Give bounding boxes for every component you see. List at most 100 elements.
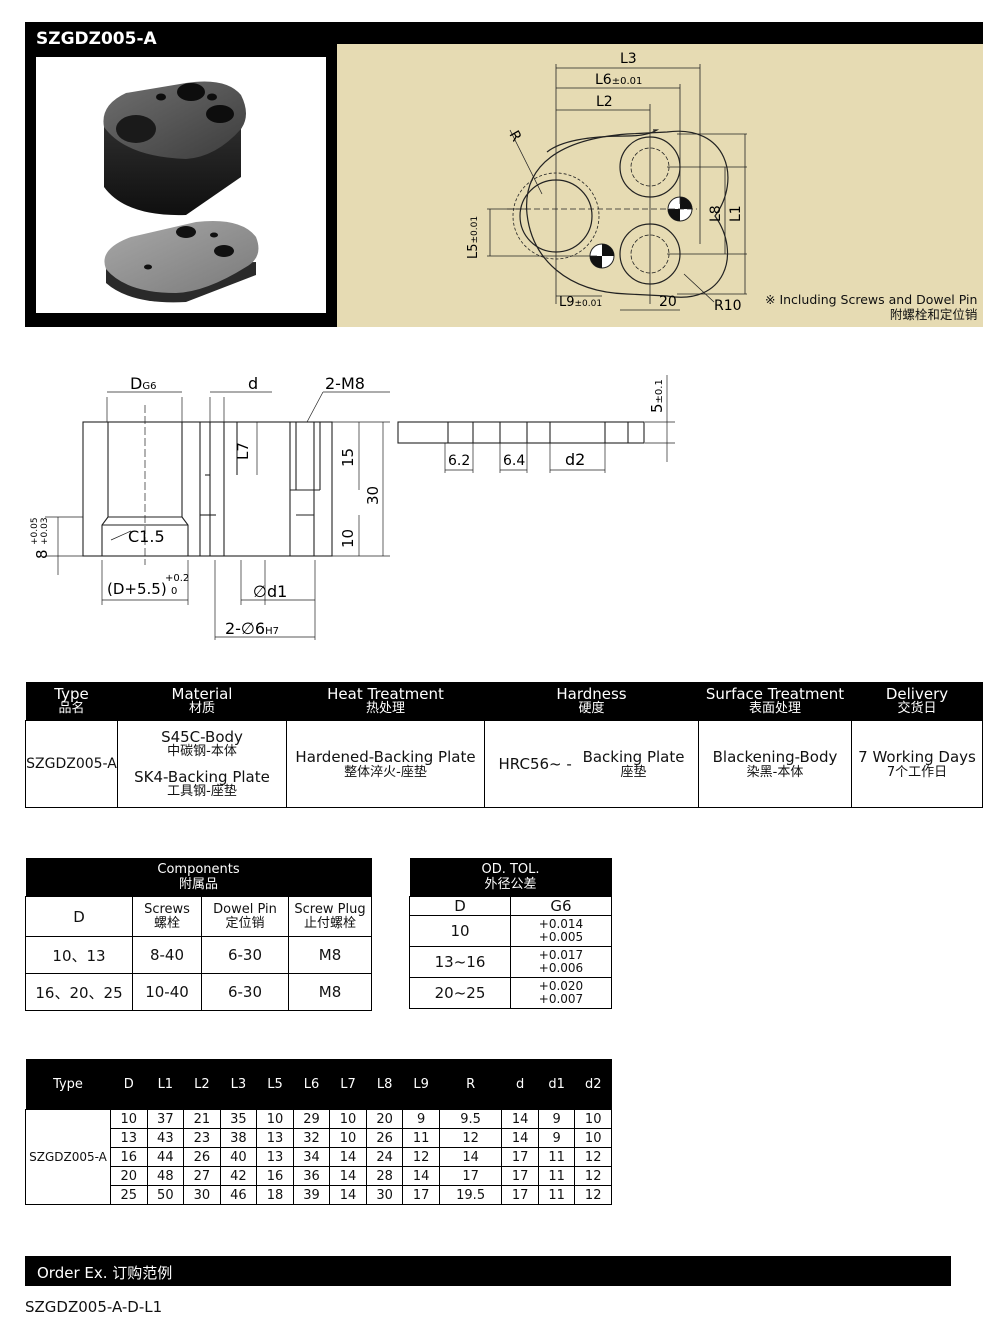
- dims-cell: 21: [183, 1109, 221, 1129]
- dims-cell: 26: [365, 1128, 404, 1148]
- od-tolerance-table: OD. TOL. 外径公差 D G6 10 +0.014+0.005 13~16…: [409, 858, 612, 1009]
- comp-cell: 6-30: [201, 973, 289, 1011]
- dims-cell: 17: [402, 1185, 440, 1205]
- dims-col: d2: [574, 1059, 612, 1110]
- svg-text:2-∅6H7: 2-∅6H7: [225, 619, 279, 638]
- dims-cell: 10: [574, 1128, 612, 1148]
- dims-cell: 34: [292, 1147, 331, 1167]
- dims-cell: 26: [183, 1147, 221, 1167]
- od-col-g6: G6: [510, 896, 612, 916]
- dims-col: L6: [293, 1059, 330, 1110]
- components-title: Components 附属品: [25, 858, 372, 897]
- dims-cell: 48: [146, 1166, 185, 1186]
- svg-text:10: 10: [339, 529, 357, 548]
- od-d: 20~25: [409, 977, 511, 1009]
- dims-col: D: [110, 1059, 148, 1110]
- svg-text:L3: L3: [620, 51, 637, 67]
- dims-cell: 38: [219, 1128, 258, 1148]
- svg-text:0: 0: [171, 586, 177, 597]
- dims-cell: 9: [537, 1109, 576, 1129]
- od-tol-title: OD. TOL. 外径公差: [409, 858, 612, 897]
- dims-cell: 11: [537, 1185, 576, 1205]
- table-row: 10 +0.014+0.005: [409, 915, 612, 947]
- dims-cell: 17: [501, 1166, 539, 1186]
- header-corner: [315, 22, 337, 46]
- dims-col: d: [501, 1059, 539, 1110]
- od-tol: +0.017+0.006: [510, 946, 612, 978]
- table-row: 25 50 30 46 18 39 14 30 17 19.5 17 11 12: [26, 1185, 612, 1205]
- dims-cell: 23: [183, 1128, 221, 1148]
- spec-material: S45C-Body 中碳钢-本体 SK4-Backing Plate 工具钢-座…: [117, 720, 287, 808]
- dims-cell: 10: [256, 1109, 294, 1129]
- dims-col: L3: [220, 1059, 257, 1110]
- svg-text:L5±0.01: L5±0.01: [466, 216, 481, 259]
- dims-cell: 12: [574, 1147, 612, 1167]
- dims-cell: 44: [146, 1147, 185, 1167]
- included-parts-note: ※ Including Screws and Dowel Pin 附螺栓和定位销: [765, 292, 977, 322]
- svg-text:6.4: 6.4: [503, 453, 525, 469]
- dims-col: L8: [366, 1059, 403, 1110]
- dims-cell: 35: [219, 1109, 258, 1129]
- table-row: 16 44 26 40 13 34 14 24 12 14 17 11 12: [26, 1147, 612, 1167]
- dims-cell: 40: [219, 1147, 258, 1167]
- order-example: SZGDZ005-A-D-L1: [25, 1298, 163, 1316]
- od-d: 10: [409, 915, 511, 947]
- spec-row: SZGDZ005-A S45C-Body 中碳钢-本体 SK4-Backing …: [25, 720, 983, 808]
- dims-header-row: Type D L1 L2 L3 L5 L6 L7 L8 L9 R d d1 d2: [25, 1059, 612, 1110]
- dims-cell: 14: [501, 1109, 539, 1129]
- comp-col-d: D: [25, 896, 133, 937]
- dims-cell: 30: [365, 1185, 404, 1205]
- dims-cell: 25: [110, 1185, 148, 1205]
- od-d: 13~16: [409, 946, 511, 978]
- note-en: ※ Including Screws and Dowel Pin: [765, 292, 978, 307]
- dims-col: L7: [329, 1059, 367, 1110]
- dims-cell: 16: [110, 1147, 148, 1167]
- spec-heat: Hardened-Backing Plate 整体淬火-座垫: [286, 720, 485, 808]
- svg-text:2-M8: 2-M8: [325, 374, 365, 393]
- dims-cell: 11: [537, 1147, 576, 1167]
- dims-col: L9: [402, 1059, 440, 1110]
- svg-text:30: 30: [364, 486, 382, 505]
- svg-text:20: 20: [659, 294, 677, 310]
- svg-text:d2: d2: [565, 450, 585, 469]
- dims-cell: 10: [574, 1109, 612, 1129]
- svg-text:L8: L8: [708, 205, 724, 222]
- table-row: 20~25 +0.020+0.007: [409, 977, 612, 1009]
- comp-cell: 10-40: [132, 973, 202, 1011]
- dims-cell: 46: [219, 1185, 258, 1205]
- comp-cell: 16、20、25: [25, 973, 133, 1011]
- section-drawing: DG6 d 2-M8 L7 15 30 10 C1.5 8 +0.05 +0.0…: [30, 374, 675, 640]
- svg-text:L6±0.01: L6±0.01: [595, 72, 642, 88]
- dims-cell: 13: [256, 1128, 294, 1148]
- svg-text:+0.03: +0.03: [40, 517, 50, 545]
- spec-surface: Blackening-Body 染黑-本体: [698, 720, 852, 808]
- spec-type: SZGDZ005-A: [25, 720, 118, 808]
- dims-cell: 14: [329, 1185, 367, 1205]
- dims-cell: 14: [329, 1166, 367, 1186]
- dims-col: L2: [183, 1059, 221, 1110]
- svg-text:L1: L1: [728, 205, 744, 222]
- svg-text:∅d1: ∅d1: [253, 582, 287, 601]
- dims-cell: 17: [501, 1185, 539, 1205]
- svg-text:L9±0.01: L9±0.01: [559, 295, 602, 310]
- comp-cell: 6-30: [201, 936, 289, 974]
- dimensions-table: Type D L1 L2 L3 L5 L6 L7 L8 L9 R d d1 d2…: [25, 1059, 612, 1205]
- dims-col: L1: [147, 1059, 184, 1110]
- dims-cell: 42: [219, 1166, 258, 1186]
- svg-text:8: 8: [33, 549, 51, 559]
- dims-cell: 16: [256, 1166, 294, 1186]
- top-view-drawing: L3 L6±0.01 L2 R L8 L1 L5±0.01 L9±0.01 20…: [466, 51, 747, 314]
- dims-cell: 36: [292, 1166, 331, 1186]
- dims-cell: 20: [365, 1109, 404, 1129]
- dims-cell: 12: [438, 1128, 503, 1148]
- dims-cell: 9.5: [438, 1109, 503, 1129]
- order-title: Order Ex. 订购范例: [37, 1264, 173, 1282]
